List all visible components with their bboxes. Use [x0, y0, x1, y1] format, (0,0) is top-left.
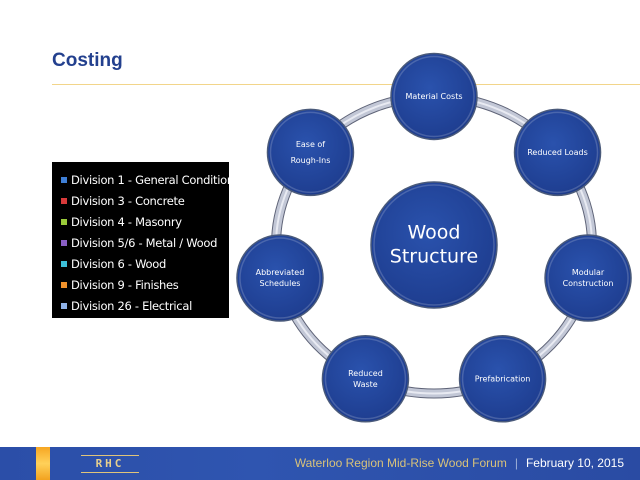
center-node-wood-structure-bevel — [373, 184, 495, 306]
node-ease-of-rough-ins: Ease of Rough-Ins — [266, 108, 355, 197]
node-prefabrication-bevel — [461, 338, 544, 420]
legend-swatch-icon — [61, 240, 67, 247]
legend-label: Division 9 - Finishes — [71, 277, 179, 292]
node-material-costs: Material Costs — [390, 52, 478, 141]
legend-label: Division 4 - Masonry — [71, 215, 182, 230]
node-reduced-loads: Reduced Loads — [513, 108, 602, 197]
event-date: February 10, 2015 — [525, 456, 624, 470]
logo-text: RHC — [95, 457, 125, 470]
legend-label: Division 1 - General Conditions — [71, 173, 240, 188]
node-reduced-waste-bevel — [324, 338, 407, 420]
center-node-label: Wood — [408, 222, 461, 244]
center-node-label: Structure — [390, 246, 478, 268]
legend-label: Division 26 - Electrical — [71, 298, 192, 313]
footer-separator: | — [514, 456, 518, 470]
center-node-wood-structure-circle — [370, 181, 498, 309]
legend-item: Division 9 - Finishes — [52, 274, 229, 295]
slide-title: Costing — [52, 50, 123, 71]
node-abbreviated-schedules-bevel — [239, 237, 321, 319]
legend-item: Division 3 - Concrete — [52, 191, 229, 212]
node-ease-of-rough-ins-label: Rough-Ins — [291, 156, 331, 165]
legend-swatch-icon — [61, 219, 67, 226]
legend-swatch-icon — [61, 302, 67, 309]
division-legend: Division 1 - General Conditions Division… — [52, 162, 240, 318]
legend-label: Division 5/6 - Metal / Wood — [71, 236, 218, 251]
legend-item: Division 26 - Electrical — [52, 295, 229, 316]
node-ease-of-rough-ins-bevel — [269, 111, 352, 194]
node-prefabrication-circle — [458, 335, 547, 423]
node-prefabrication: Prefabrication — [458, 335, 547, 423]
legend-label: Division 3 - Concrete — [71, 194, 185, 209]
node-reduced-loads-circle — [513, 108, 602, 197]
legend-swatch-icon — [61, 198, 67, 205]
legend-item: Division 5/6 - Metal / Wood — [52, 233, 229, 254]
rhc-logo: RHC — [81, 455, 139, 473]
legend-swatch-icon — [61, 281, 67, 288]
node-abbreviated-schedules-circle — [236, 234, 324, 322]
node-material-costs-circle — [390, 52, 478, 141]
node-reduced-loads-bevel — [516, 111, 599, 194]
event-name: Waterloo Region Mid-Rise Wood Forum — [294, 456, 507, 470]
legend-item: Division 1 - General Conditions — [52, 170, 240, 191]
node-reduced-waste-circle — [321, 335, 410, 423]
node-abbreviated-schedules-label: Abbreviated — [256, 268, 305, 277]
node-modular-construction-circle — [544, 234, 632, 322]
node-ease-of-rough-ins-circle — [266, 108, 355, 197]
legend-swatch-icon — [61, 177, 67, 184]
node-prefabrication-label: Prefabrication — [475, 374, 531, 383]
footer-bar: RHC Waterloo Region Mid-Rise Wood Forum |… — [0, 447, 640, 480]
legend-item: Division 4 - Masonry — [52, 212, 229, 233]
node-modular-construction-label: Construction — [563, 279, 614, 288]
node-material-costs-label: Material Costs — [406, 92, 463, 101]
node-material-costs-bevel — [393, 55, 475, 138]
node-abbreviated-schedules-label: Schedules — [259, 279, 300, 288]
node-reduced-loads-label: Reduced Loads — [527, 148, 588, 157]
legend-swatch-icon — [61, 261, 67, 267]
node-modular-construction-label: Modular — [572, 268, 605, 277]
legend-label: Division 6 - Wood — [71, 257, 166, 271]
footer-caption: Waterloo Region Mid-Rise Wood Forum | Febr… — [295, 456, 624, 470]
footer-accent-stripe — [36, 447, 50, 480]
node-reduced-waste-label: Reduced — [348, 369, 383, 378]
node-modular-construction-bevel — [547, 237, 629, 319]
legend-item: Division 6 - Wood — [52, 254, 229, 275]
node-ease-of-rough-ins-label: Ease of — [296, 140, 325, 149]
node-reduced-waste-label: Waste — [353, 380, 378, 389]
title-divider — [52, 84, 640, 85]
